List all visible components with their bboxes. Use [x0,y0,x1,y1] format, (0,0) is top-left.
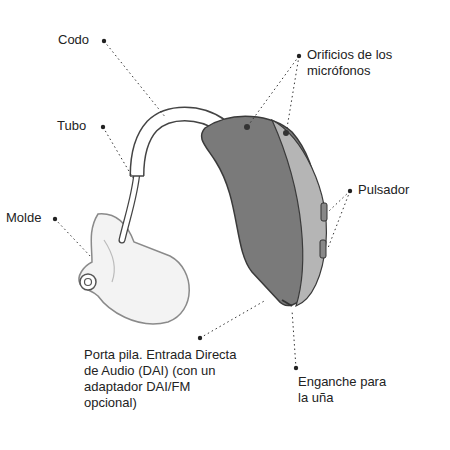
body-side-panel [272,120,326,306]
microphone-hole [283,130,289,136]
part-label: Porta pila. Entrada Directa de Audio (DA… [84,347,244,411]
mould-shape [79,214,189,324]
part-label: Codo [58,32,102,48]
tube [122,172,137,240]
elbow-joint [130,175,144,177]
part-label: Pulsador [358,182,438,198]
microphone-hole [244,124,250,130]
mould-nozzle [80,274,96,290]
tube-outline [122,172,137,240]
part-label: Orificios de los micrófonos [307,47,427,79]
part-label: Enganche para la uña [298,374,388,406]
mould-nozzle-hole [85,279,92,286]
nail-catch [282,300,292,306]
part-label: Molde [6,210,52,226]
mould-canal [104,240,114,282]
leader-lines [55,41,350,368]
leader-dots [53,39,352,370]
part-label: Tubo [57,118,99,134]
push-button [321,203,327,221]
push-button [320,240,326,258]
